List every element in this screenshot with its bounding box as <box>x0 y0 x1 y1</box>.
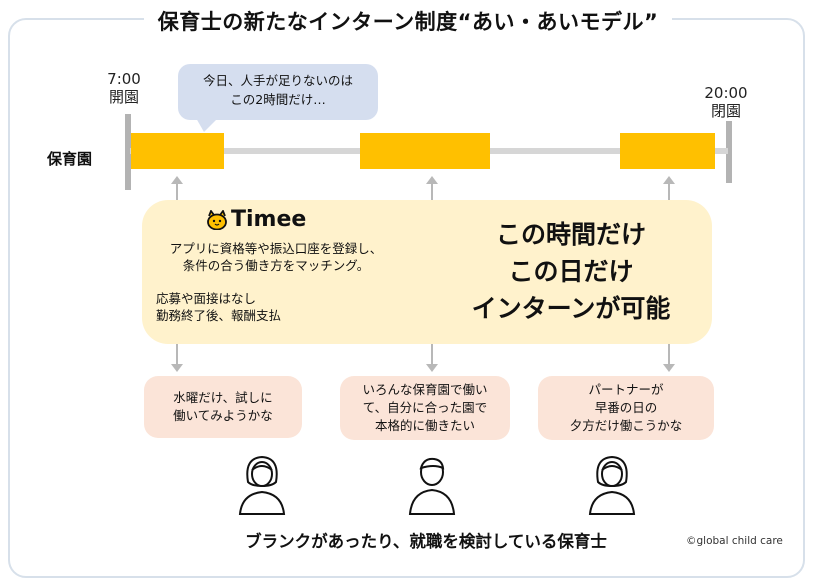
desc1-line-2: 条件の合う働き方をマッチング。 <box>182 258 370 273</box>
headline-line-3: インターンが可能 <box>471 294 671 323</box>
man-icon <box>408 457 456 515</box>
headline: この時間だけ この日だけ インターンが可能 <box>446 216 696 327</box>
timeline-start-bar <box>125 114 131 190</box>
speech-1-line-1: 水曜だけ、試しに <box>173 390 273 405</box>
close-time: 20:00 <box>704 84 748 102</box>
timee-logo-text: Timee <box>231 207 307 232</box>
speech-2-line-2: て、自分に合った園で <box>362 400 488 415</box>
arrow-down-3 <box>663 344 675 372</box>
headline-line-1: この時間だけ <box>495 220 646 249</box>
open-time-label: 7:00 開園 <box>100 70 148 106</box>
speech-3-line-2: 早番の日の <box>594 400 658 415</box>
timee-description-2: 応募や面接はなし 勤務終了後、報酬支払 <box>156 290 316 324</box>
page-title: 保育士の新たなインターン制度“あい・あいモデル” <box>0 6 816 36</box>
timee-panel: Timee アプリに資格等や振込口座を登録し、 条件の合う働き方をマッチング。 … <box>142 200 712 344</box>
facility-label: 保育園 <box>47 150 93 168</box>
speech-box-2: いろんな保育園で働い て、自分に合った園で 本格的に働きたい <box>340 376 510 440</box>
open-label: 開園 <box>108 88 139 106</box>
speech-3-line-3: 夕方だけ働こうかな <box>569 418 683 433</box>
speech-2-line-3: 本格的に働きたい <box>374 418 475 433</box>
woman-icon <box>238 455 286 515</box>
desc2-line-2: 勤務終了後、報酬支払 <box>156 308 282 323</box>
bubble-line-2: この2時間だけ… <box>230 92 326 107</box>
timeline-end-bar <box>726 121 732 183</box>
timee-description-1: アプリに資格等や振込口座を登録し、 条件の合う働き方をマッチング。 <box>156 240 396 274</box>
speech-3-line-1: パートナーが <box>588 382 664 397</box>
speech-box-3: パートナーが 早番の日の 夕方だけ働こうかな <box>538 376 714 440</box>
woman-icon-2 <box>588 455 636 515</box>
bottom-caption: ブランクがあったり、就職を検討している保育士 <box>245 532 607 551</box>
timee-logo: Timee <box>206 207 306 232</box>
arrow-down-2 <box>426 344 438 372</box>
shortage-bubble: 今日、人手が足りないのは この2時間だけ… <box>178 64 378 120</box>
shift-block-2 <box>360 133 490 169</box>
shift-block-1 <box>131 133 224 169</box>
close-time-label: 20:00 閉園 <box>694 84 758 120</box>
arrow-down-1 <box>171 344 183 372</box>
copyright-text: ©global child care <box>686 535 783 547</box>
timee-mascot-icon <box>207 209 227 230</box>
open-time: 7:00 <box>107 70 141 88</box>
arrow-up-1 <box>171 176 183 202</box>
speech-2-line-1: いろんな保育園で働い <box>362 382 488 397</box>
desc1-line-1: アプリに資格等や振込口座を登録し、 <box>169 241 383 256</box>
bubble-tail <box>196 118 218 132</box>
arrow-up-2 <box>426 176 438 202</box>
bubble-line-1: 今日、人手が足りないのは <box>202 73 353 88</box>
speech-1-line-2: 働いてみようかな <box>173 408 273 423</box>
close-label: 閉園 <box>710 102 741 120</box>
speech-box-1: 水曜だけ、試しに 働いてみようかな <box>144 376 302 438</box>
shift-block-3 <box>620 133 715 169</box>
arrow-up-3 <box>663 176 675 202</box>
headline-line-2: この日だけ <box>508 257 634 286</box>
desc2-line-1: 応募や面接はなし <box>156 291 257 306</box>
